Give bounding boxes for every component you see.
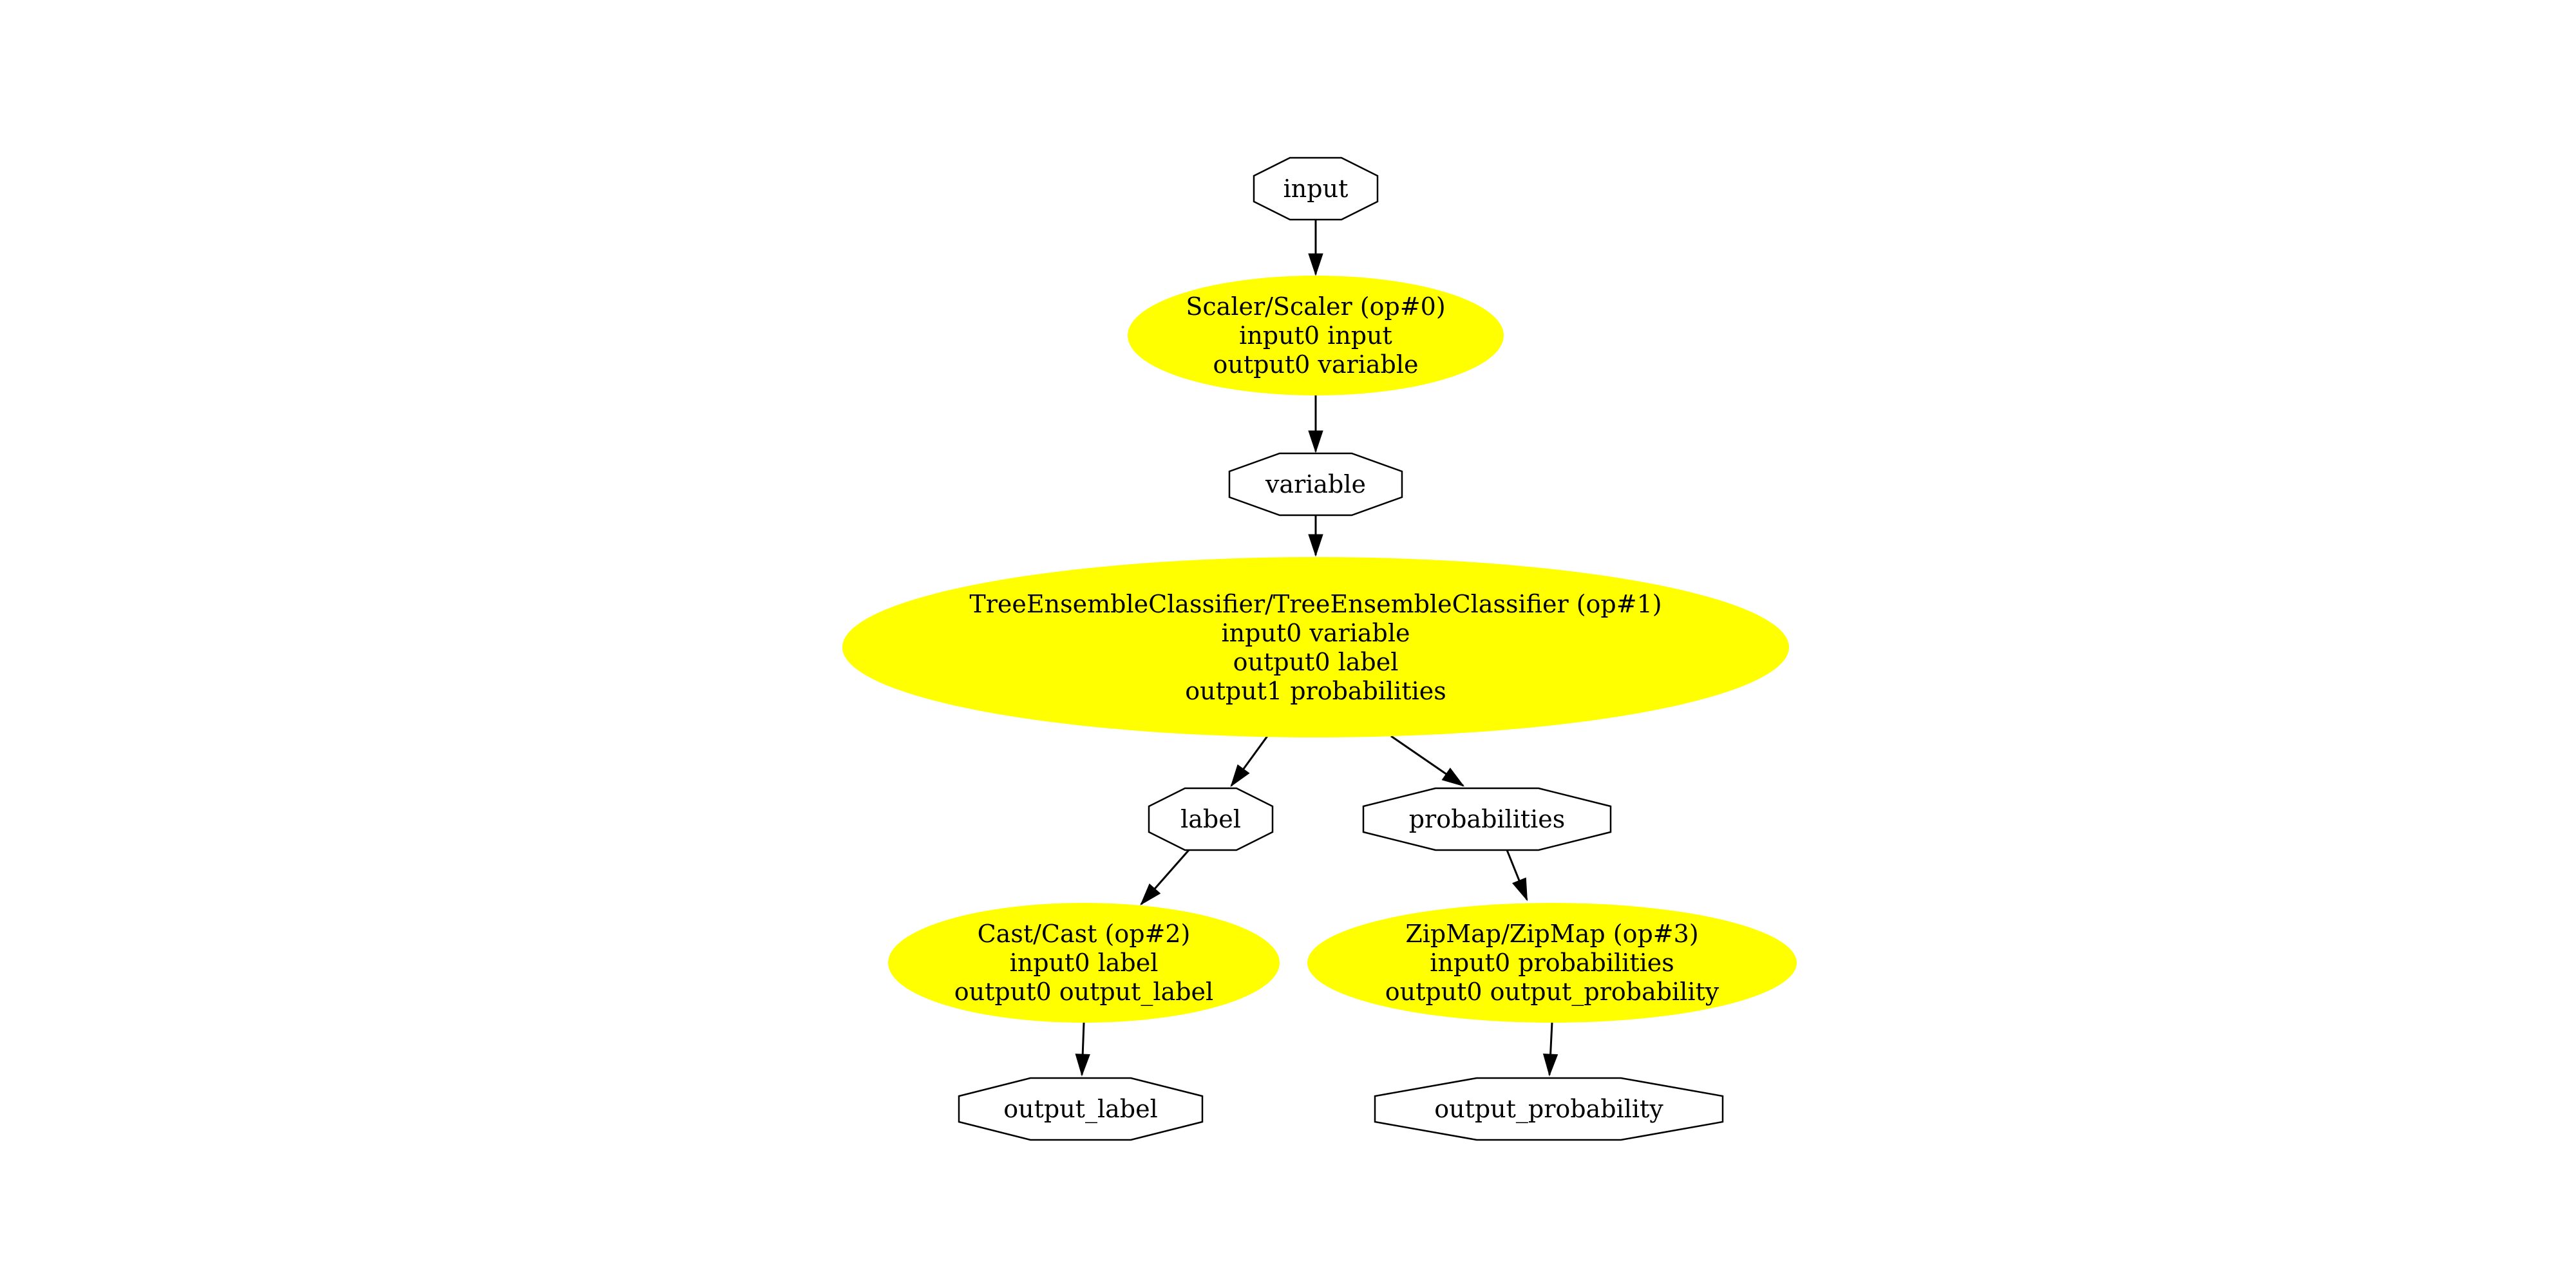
node-input-label: input: [1283, 175, 1349, 203]
node-input: input: [1253, 156, 1379, 221]
node-tree-ensemble-output0: output0 label: [1233, 648, 1399, 676]
node-scaler-title: Scaler/Scaler (op#0): [1186, 292, 1445, 321]
node-scaler: Scaler/Scaler (op#0) input0 input output…: [1128, 276, 1504, 395]
node-cast-title: Cast/Cast (op#2): [978, 920, 1191, 948]
edge-label-to-cast: [1140, 849, 1190, 905]
node-output-label-shape: [958, 1077, 1204, 1141]
node-output-probability: output_probability: [1374, 1077, 1724, 1141]
node-output-probability-shape: [1374, 1077, 1724, 1141]
node-cast-input0: input0 label: [1010, 949, 1159, 977]
node-zipmap-title: ZipMap/ZipMap (op#3): [1405, 920, 1698, 948]
node-output-label-label: output_label: [1003, 1095, 1157, 1124]
node-probabilities-shape: [1362, 787, 1612, 851]
node-cast-shape: [888, 903, 1280, 1023]
node-tree-ensemble-shape: [842, 557, 1789, 737]
node-output-label: output_label: [958, 1077, 1204, 1141]
node-zipmap-output0: output0 output_probability: [1385, 978, 1719, 1007]
node-label: label: [1148, 787, 1274, 851]
node-zipmap: ZipMap/ZipMap (op#3) input0 probabilitie…: [1307, 903, 1797, 1023]
edge-probabilities-to-zipmap: [1506, 849, 1528, 902]
node-probabilities: probabilities: [1362, 787, 1612, 851]
node-label-label: label: [1180, 805, 1241, 833]
edge-tree-ensemble-to-label: [1230, 735, 1269, 788]
node-cast: Cast/Cast (op#2) input0 label output0 ou…: [888, 903, 1280, 1023]
edge-zipmap-to-output-probability: [1542, 1022, 1558, 1077]
node-tree-ensemble-title: TreeEnsembleClassifier/TreeEnsembleClass…: [969, 590, 1662, 618]
node-tree-ensemble-input0: input0 variable: [1221, 619, 1410, 647]
node-tree-ensemble-output1: output1 probabilities: [1185, 677, 1446, 705]
node-output-probability-label: output_probability: [1434, 1095, 1663, 1124]
node-zipmap-shape: [1307, 903, 1797, 1023]
node-cast-output0: output0 output_label: [954, 978, 1213, 1007]
edge-cast-to-output-label: [1075, 1022, 1090, 1077]
node-tree-ensemble: TreeEnsembleClassifier/TreeEnsembleClass…: [842, 557, 1789, 737]
node-scaler-shape: [1128, 276, 1504, 395]
node-variable-shape: [1228, 452, 1403, 516]
node-label-shape: [1148, 787, 1274, 851]
node-variable: variable: [1228, 452, 1403, 516]
node-input-shape: [1253, 156, 1379, 221]
edge-tree-ensemble-to-probabilities: [1390, 735, 1465, 787]
node-variable-label: variable: [1265, 470, 1366, 498]
edges-layer: [1075, 220, 1558, 1077]
node-scaler-output0: output0 variable: [1213, 350, 1418, 379]
node-scaler-input0: input0 input: [1239, 321, 1392, 350]
node-probabilities-label: probabilities: [1409, 805, 1566, 833]
node-zipmap-input0: input0 probabilities: [1430, 949, 1674, 977]
